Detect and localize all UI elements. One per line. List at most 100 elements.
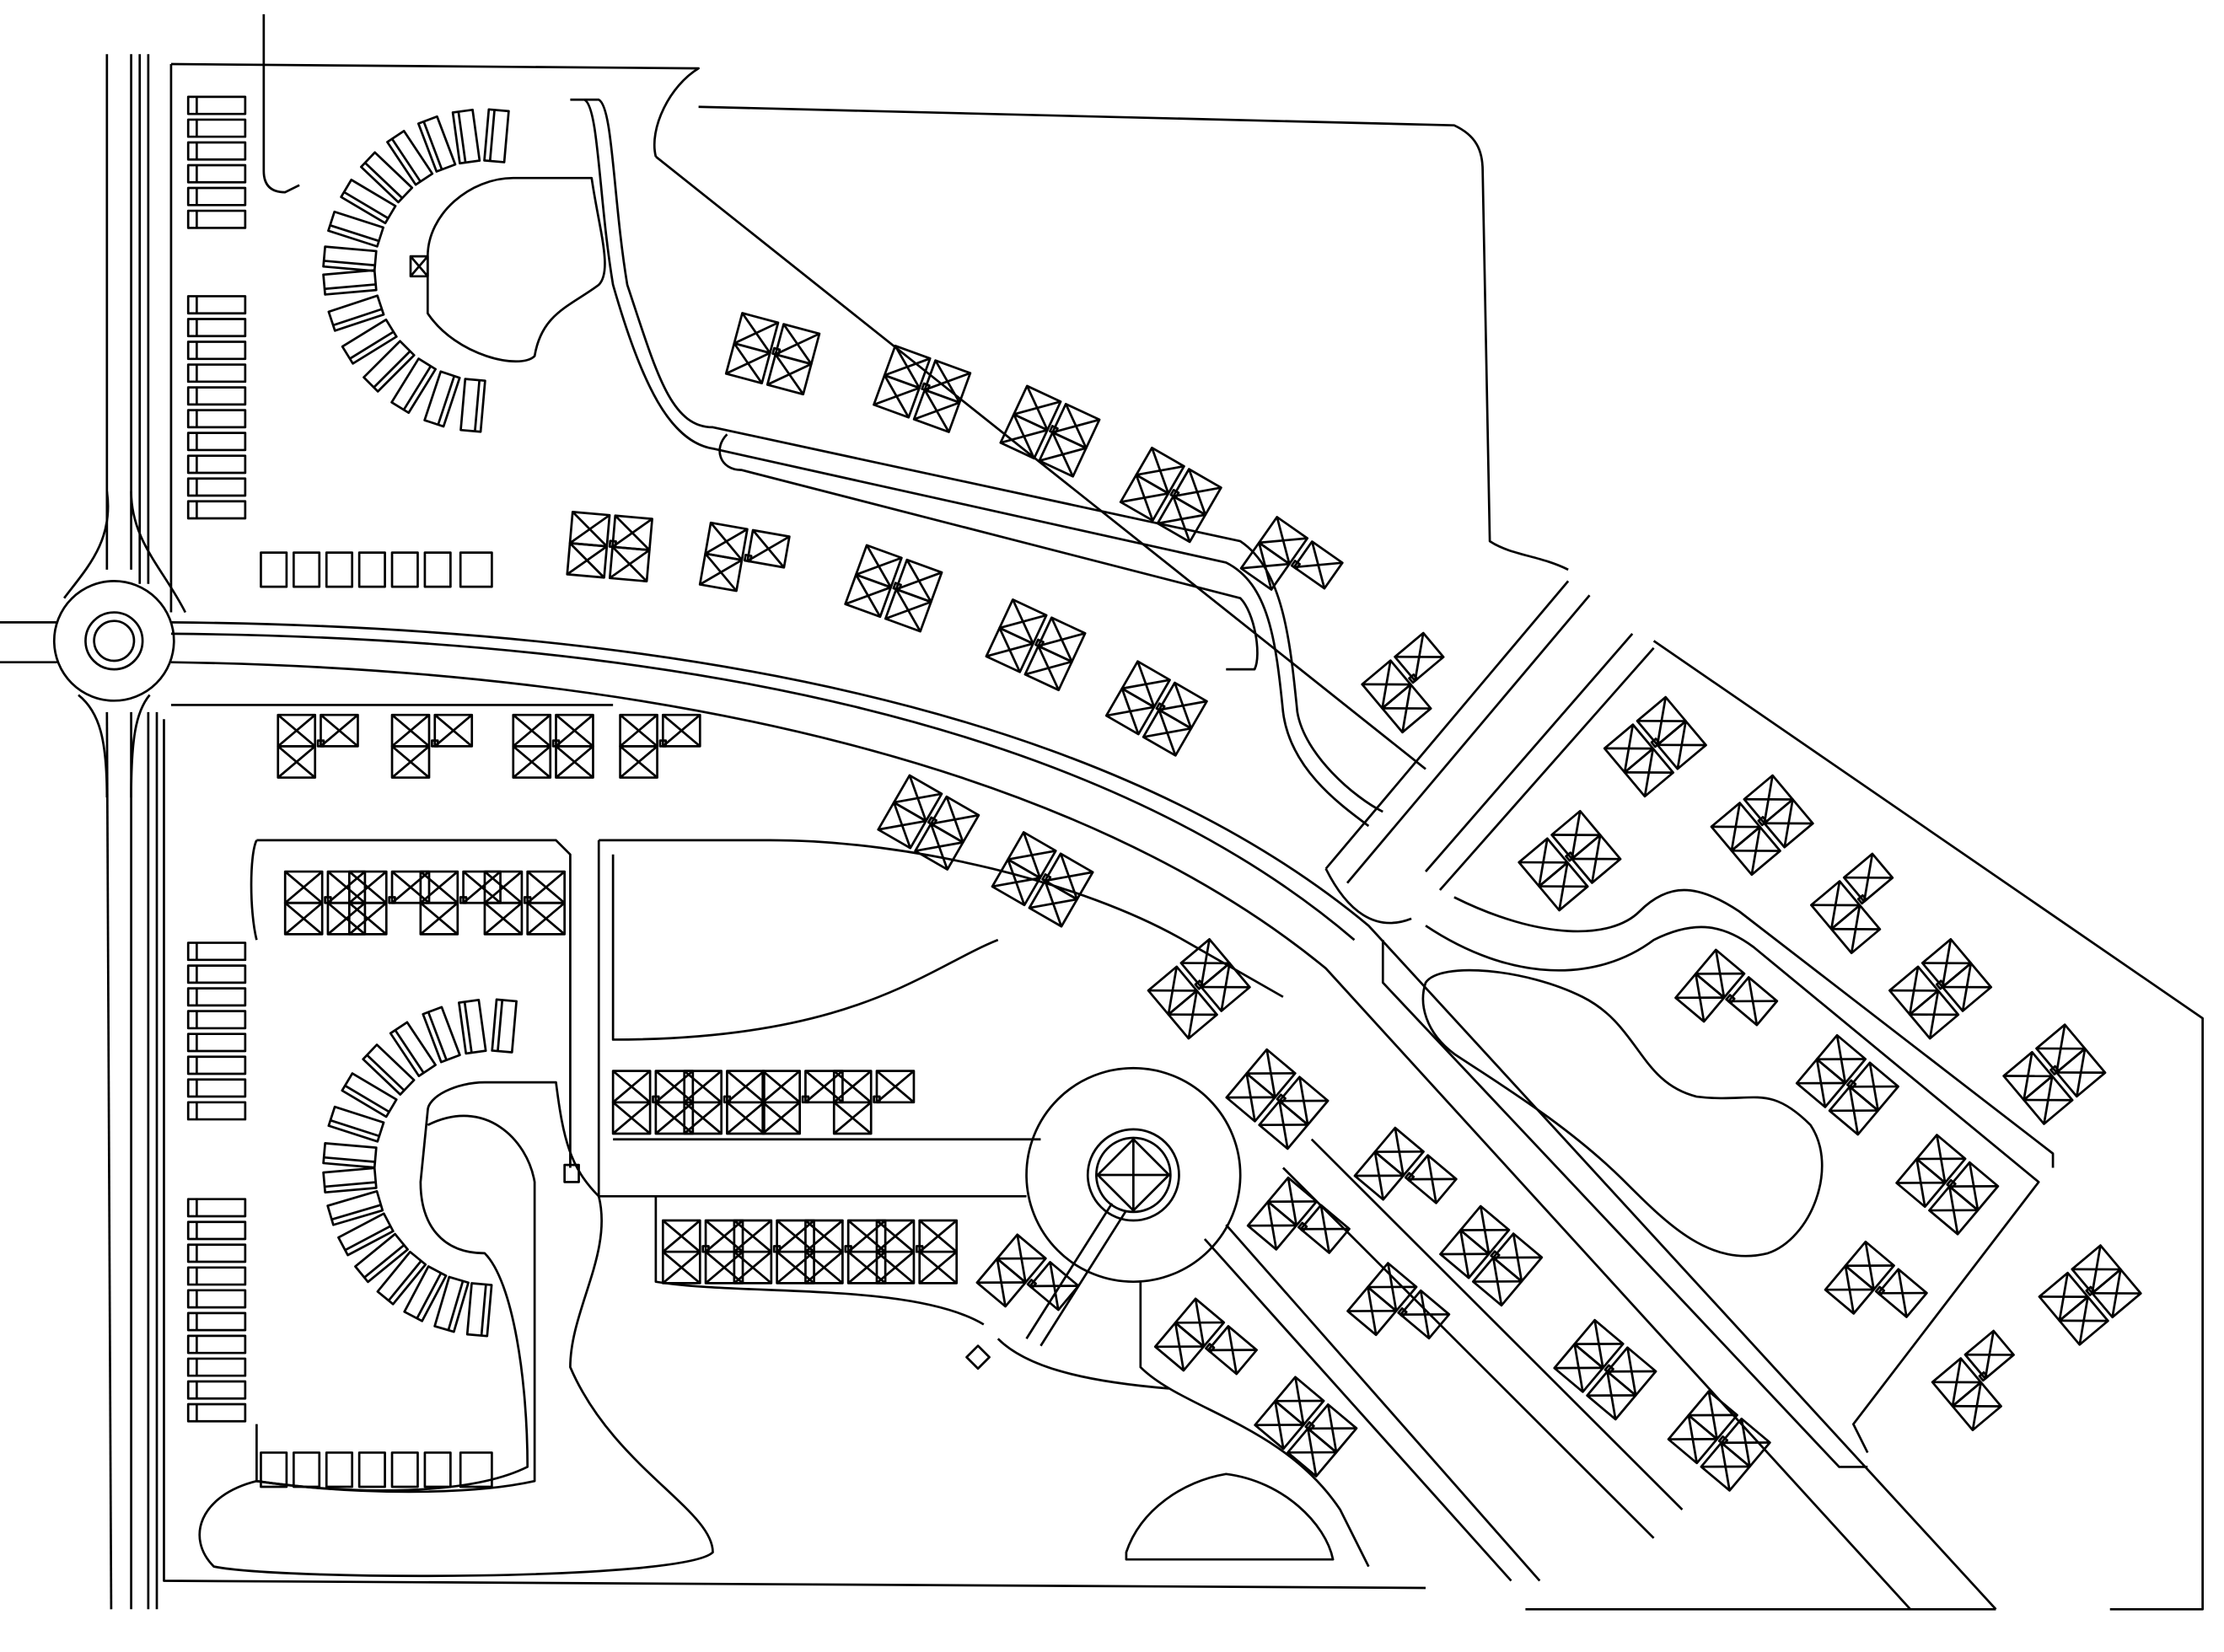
- roof-hip: [512, 714, 551, 748]
- townhome-ridge: [463, 1001, 473, 1054]
- house-roof: [1104, 687, 1156, 736]
- house-roof: [1239, 541, 1291, 591]
- house-cluster: [1603, 695, 1707, 798]
- house-roof: [912, 389, 961, 433]
- roof-hip: [705, 1251, 744, 1285]
- roof-hip: [1763, 775, 1774, 823]
- parking-bay: [186, 95, 247, 115]
- house-roof: [724, 342, 771, 385]
- utility-marker: [1194, 979, 1205, 990]
- roof-hip: [419, 902, 459, 936]
- roof-hip: [1407, 1177, 1457, 1181]
- parking-bay: [186, 1010, 247, 1030]
- house-clusters: [277, 312, 2142, 1492]
- roof-hip: [619, 714, 658, 748]
- garage-unit: [292, 551, 321, 588]
- house-roof: [2055, 1047, 2107, 1098]
- house-roof: [347, 901, 388, 936]
- townhome-ridge: [437, 375, 456, 426]
- roof-hip: [733, 1220, 772, 1253]
- house-roof: [683, 1101, 723, 1135]
- utility-marker: [1297, 1221, 1308, 1232]
- roof-hip: [776, 1251, 815, 1285]
- house-cluster: [2002, 1023, 2107, 1125]
- parking-bay: [186, 1101, 247, 1121]
- house-cluster: [1888, 937, 1993, 1040]
- roof-hip: [662, 1220, 701, 1253]
- utility-marker: [1026, 1279, 1037, 1290]
- house-roof: [1700, 1441, 1751, 1492]
- house-roof: [1586, 1370, 1637, 1421]
- roof-hip: [1208, 1349, 1257, 1352]
- roof-hip: [484, 902, 523, 936]
- roof-hip: [1817, 1058, 1866, 1061]
- house-roof: [1406, 1154, 1458, 1204]
- roof-hip: [1728, 1000, 1777, 1003]
- house-roof: [1829, 904, 1882, 955]
- townhome-outline: [363, 340, 416, 393]
- roof-hip: [1136, 464, 1185, 476]
- house-cluster: [683, 1070, 766, 1135]
- house-roof: [1200, 962, 1251, 1012]
- roof-hip: [1845, 1264, 1894, 1268]
- house-cluster: [483, 870, 566, 936]
- house-cluster: [975, 1233, 1080, 1311]
- house-cluster: [1147, 937, 1251, 1040]
- roof-hip: [1374, 1150, 1424, 1153]
- townhome: [386, 130, 434, 186]
- utility-marker: [431, 739, 439, 748]
- house-cluster: [1518, 809, 1622, 912]
- house-roof: [991, 858, 1042, 907]
- roof-hip: [1279, 1099, 1329, 1102]
- utility-marker: [1946, 1178, 1957, 1190]
- roof-hip: [1849, 1085, 1899, 1088]
- house-cluster: [1239, 516, 1344, 591]
- roof-hip: [569, 514, 610, 544]
- roof-hip: [2076, 1048, 2087, 1097]
- roof-hip: [876, 1070, 915, 1103]
- roof-hip: [876, 1220, 915, 1253]
- utility-marker: [1276, 1093, 1287, 1104]
- house-roof: [555, 745, 594, 779]
- roof-hip: [391, 871, 430, 904]
- roof-hip: [804, 1220, 844, 1253]
- roof-hip: [1347, 1309, 1397, 1312]
- townhome: [337, 1212, 395, 1257]
- house-roof: [1842, 852, 1894, 904]
- house-roof: [1028, 879, 1078, 928]
- house-roof: [2091, 1268, 2142, 1319]
- townhome-outline: [337, 1212, 395, 1257]
- roof-hip: [1908, 966, 1920, 1015]
- parking-bay: [186, 186, 247, 206]
- house-roof: [1023, 645, 1073, 692]
- house-roof: [877, 801, 927, 850]
- house-cluster: [873, 344, 972, 433]
- house-roof: [390, 870, 431, 904]
- townhome-outline: [322, 269, 378, 296]
- roof-hip: [1929, 1209, 1979, 1212]
- house-roof: [1167, 990, 1218, 1040]
- roof-hip: [725, 351, 771, 375]
- house-cluster: [1553, 1318, 1657, 1421]
- utility-marker: [459, 896, 468, 904]
- roof-hip: [1414, 632, 1425, 681]
- roof-hip: [1783, 799, 1794, 848]
- house-roof: [1951, 1381, 2002, 1432]
- house-roof: [875, 1250, 916, 1285]
- house-roof: [526, 901, 566, 936]
- roof-hip: [1308, 1427, 1356, 1430]
- roof-hip: [526, 902, 566, 936]
- parcel-boundaries: [163, 62, 2204, 1611]
- interior-streets: [250, 13, 2055, 1582]
- roof-hip: [1607, 1370, 1657, 1373]
- house-cluster: [566, 511, 653, 583]
- house-roof: [1399, 1289, 1451, 1340]
- roof-hip: [1984, 1330, 1995, 1379]
- house-roof: [875, 1070, 916, 1104]
- house-roof: [661, 1250, 701, 1285]
- townhome: [322, 269, 378, 296]
- townhome-outline: [386, 130, 434, 186]
- roof-hip: [1829, 881, 1841, 930]
- utility-marker: [1041, 873, 1052, 884]
